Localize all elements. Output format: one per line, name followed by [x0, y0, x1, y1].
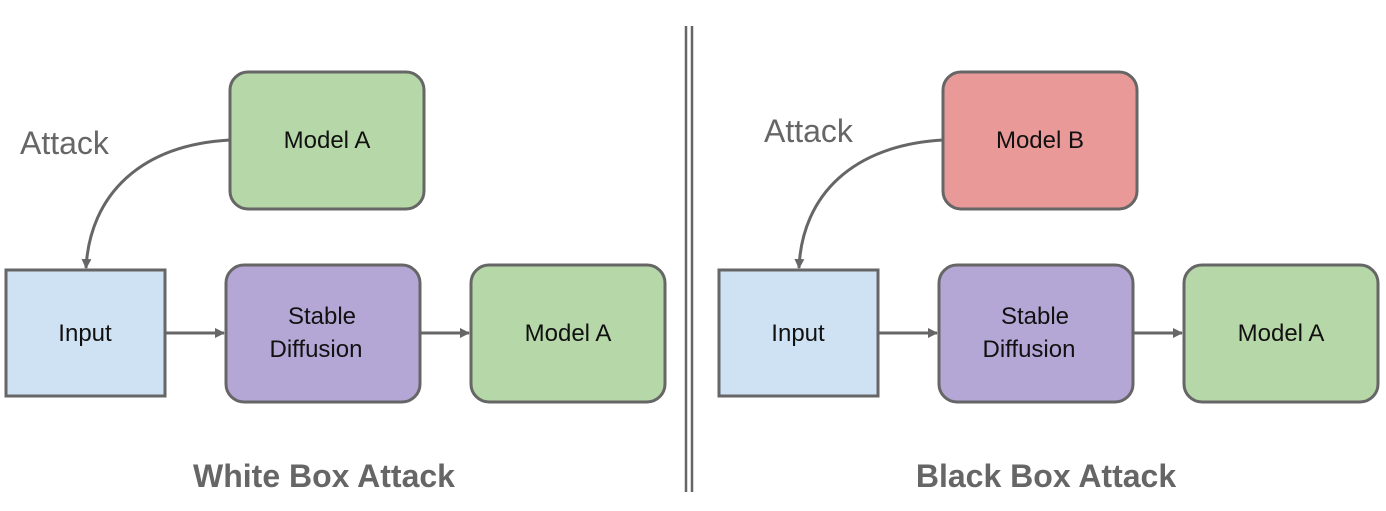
- black-box-input-label: Input: [771, 320, 825, 347]
- white-box-input-node: Input: [4, 268, 167, 398]
- black-box-diffusion-node: Stable Diffusion: [937, 263, 1135, 404]
- white-box-target-model-label: Model A: [525, 320, 612, 347]
- black-box-diffusion-label-line1: Stable: [1001, 303, 1069, 330]
- panel-divider: [684, 26, 694, 492]
- black-box-attack-arrow: [794, 138, 944, 269]
- white-box-panel: Attack Model A Input Stable Diffusion Mo…: [4, 70, 667, 494]
- black-box-diffusion-label-line2: Diffusion: [983, 336, 1076, 363]
- black-box-attack-label: Attack: [764, 113, 854, 149]
- black-box-panel: Attack Model B Input Stable Diffusion Mo…: [717, 70, 1380, 494]
- black-box-caption: Black Box Attack: [916, 458, 1176, 494]
- white-box-target-model-node: Model A: [469, 263, 667, 404]
- white-box-attacker-model-node: Model A: [228, 70, 426, 211]
- black-box-attacker-model-label: Model B: [996, 127, 1084, 154]
- white-box-diffusion-node: Stable Diffusion: [224, 263, 422, 404]
- white-box-attack-arrow: [81, 138, 231, 269]
- black-box-attacker-model-node: Model B: [941, 70, 1139, 211]
- white-box-attack-label: Attack: [20, 125, 110, 161]
- black-box-input-node: Input: [717, 268, 880, 398]
- white-box-caption: White Box Attack: [193, 458, 455, 494]
- black-box-target-model-label: Model A: [1238, 320, 1325, 347]
- white-box-diffusion-label-line1: Stable: [288, 303, 356, 330]
- white-box-input-label: Input: [58, 320, 112, 347]
- white-box-diffusion-label-line2: Diffusion: [270, 336, 363, 363]
- white-box-attacker-model-label: Model A: [284, 127, 371, 154]
- black-box-target-model-node: Model A: [1182, 263, 1380, 404]
